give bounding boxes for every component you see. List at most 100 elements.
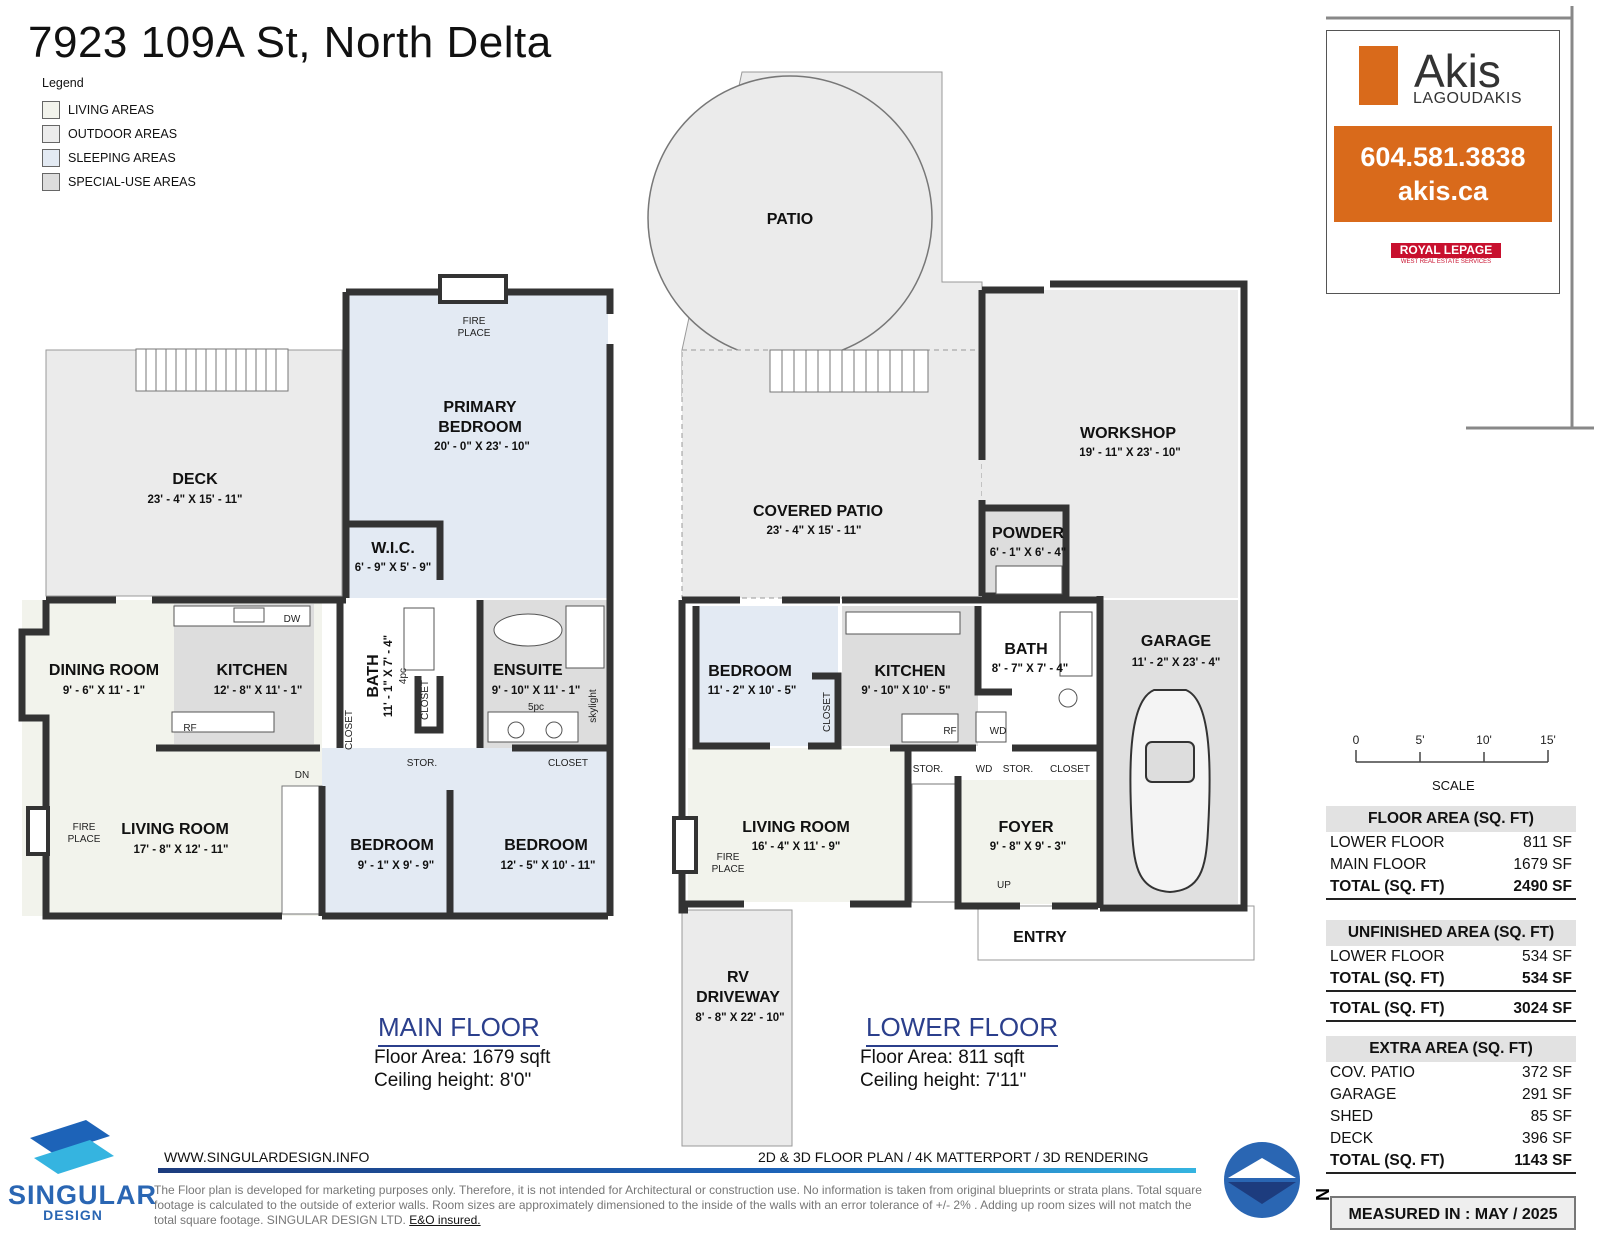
- rv-dims: 8' - 8" X 22' - 10": [695, 1012, 784, 1024]
- foyer-dims: 9' - 8" X 9' - 3": [990, 841, 1066, 853]
- compass-icon: [1224, 1142, 1300, 1218]
- extra-area-heading: EXTRA AREA (SQ. FT): [1326, 1036, 1576, 1062]
- closet-label-3: CLOSET: [548, 758, 588, 769]
- agent-first-name: Akis: [1414, 45, 1501, 97]
- sign-post: [1326, 6, 1594, 430]
- legend-item-outdoor: OUTDOOR AREAS: [42, 122, 196, 146]
- garage-label: GARAGE: [1141, 633, 1212, 650]
- ensuite-note: 5pc: [528, 702, 544, 713]
- primary-bedroom-label-1: PRIMARY: [443, 399, 517, 416]
- entry-area: [977, 905, 1255, 961]
- bedroom2-label: BEDROOM: [350, 837, 434, 854]
- agent-phone[interactable]: 604.581.3838: [1360, 142, 1526, 172]
- foyer-label: FOYER: [998, 819, 1054, 836]
- lower-stairs: [911, 783, 957, 903]
- main-bath-note: 4pc: [398, 668, 409, 684]
- lower-wd-label-2: WD: [976, 764, 993, 775]
- main-living-dims: 17' - 8" X 12' - 11": [133, 844, 228, 856]
- primary-fireplace: [438, 274, 508, 304]
- table-row-total: TOTAL (SQ. FT)534 SF: [1326, 968, 1576, 992]
- living-fireplace: [26, 806, 50, 856]
- lower-fireplace: [672, 816, 698, 874]
- main-living-label: LIVING ROOM: [121, 821, 229, 838]
- lower-fireplace-label-2: PLACE: [712, 864, 745, 875]
- foyer-area: [958, 780, 1098, 904]
- main-floor-info: Floor Area: 1679 sqft Ceiling height: 8'…: [374, 1046, 550, 1092]
- rf-label: RF: [183, 723, 196, 734]
- powder-label: POWDER: [992, 525, 1064, 542]
- singular-design-brand: SINGULAR DESIGN: [8, 1180, 157, 1223]
- deck-stairs: [135, 348, 289, 392]
- main-floor-area: Floor Area: 1679 sqft: [374, 1047, 551, 1068]
- closet-label-2: CLOSET: [344, 710, 355, 750]
- dw-label: DW: [284, 614, 301, 625]
- fireplace-label-1: FIRE: [463, 316, 486, 327]
- rv-label-2: DRIVEWAY: [696, 989, 780, 1006]
- main-room-labels: DECK 23' - 4" X 15' - 11" PRIMARY BEDROO…: [49, 316, 599, 872]
- main-floor-title: MAIN FLOOR: [378, 1012, 540, 1047]
- lower-room-labels: PATIO COVERED PATIO 23' - 4" X 15' - 11"…: [695, 211, 1220, 1024]
- brand-name: SINGULAR: [8, 1180, 157, 1210]
- closet-label-1: CLOSET: [420, 680, 431, 720]
- lower-closet-label-1: CLOSET: [822, 692, 833, 732]
- lower-kitchen-dims: 9' - 10" X 10' - 5": [861, 685, 950, 697]
- patio-label: PATIO: [767, 211, 814, 228]
- workshop-label: WORKSHOP: [1080, 425, 1176, 442]
- lower-floor-title: LOWER FLOOR: [866, 1012, 1059, 1047]
- bedroom2-dims: 9' - 1" X 9' - 9": [358, 860, 434, 872]
- footer-divider: [158, 1168, 1196, 1173]
- lower-wd-label-1: WD: [990, 726, 1007, 737]
- bedroom3-label: BEDROOM: [504, 837, 588, 854]
- scale-tick-0: 0: [1353, 733, 1360, 747]
- singular-design-logo-icon: [30, 1120, 114, 1174]
- workshop-dims: 19' - 11" X 23' - 10": [1079, 447, 1180, 459]
- lower-closet-label-2: CLOSET: [1050, 764, 1090, 775]
- primary-bedroom-label-2: BEDROOM: [438, 419, 522, 436]
- eo-insured-note: E&O insured.: [409, 1213, 481, 1227]
- lower-bedroom-label: BEDROOM: [708, 663, 792, 680]
- covered-patio-label: COVERED PATIO: [753, 503, 883, 520]
- page-title: 7923 109A St, North Delta: [28, 18, 552, 67]
- lower-bath-dims: 8' - 7" X 7' - 4": [992, 663, 1068, 675]
- lower-fireplace-label-1: FIRE: [717, 852, 740, 863]
- stor-label: STOR.: [407, 758, 437, 769]
- main-stairs: [281, 785, 323, 915]
- footer-website-link[interactable]: WWW.SINGULARDESIGN.INFO: [164, 1149, 370, 1165]
- up-label: UP: [997, 880, 1011, 891]
- lower-floor-ceiling: Ceiling height: 7'11": [860, 1070, 1027, 1091]
- legend-item-special: SPECIAL-USE AREAS: [42, 170, 196, 194]
- living-fireplace-label-2: PLACE: [68, 834, 101, 845]
- legend-item-living: LIVING AREAS: [42, 98, 196, 122]
- dining-room-dims: 9' - 6" X 11' - 1": [63, 685, 145, 697]
- main-fixtures: [171, 605, 605, 743]
- legend-heading: Legend: [42, 76, 84, 90]
- wic-label: W.I.C.: [371, 540, 415, 557]
- brokerage-name: ROYAL LEPAGE: [1391, 243, 1501, 258]
- lower-living-dims: 16' - 4" X 11' - 9": [752, 841, 841, 853]
- lower-bedroom-dims: 11' - 2" X 10' - 5": [708, 685, 797, 697]
- bedroom3-dims: 12' - 5" X 10' - 11": [500, 860, 595, 872]
- lower-living-label: LIVING ROOM: [742, 819, 850, 836]
- akis-logo-icon: [1359, 46, 1398, 105]
- skylight-label: skylight: [588, 689, 599, 723]
- scale-label: SCALE: [1432, 778, 1475, 793]
- wic-area: [350, 524, 440, 596]
- legend-item-sleeping: SLEEPING AREAS: [42, 146, 196, 170]
- rv-driveway-area: [681, 909, 793, 1147]
- dn-label: DN: [295, 770, 309, 781]
- primary-bedroom-dims: 20' - 0" X 23' - 10": [434, 441, 530, 453]
- deck-dims: 23' - 4" X 15' - 11": [147, 494, 242, 506]
- brokerage-sub: WEST REAL ESTATE SERVICES: [1400, 259, 1492, 265]
- wic-dims: 6' - 9" X 5' - 9": [355, 562, 431, 574]
- agent-website[interactable]: akis.ca: [1397, 176, 1489, 206]
- lower-floor-info: Floor Area: 811 sqft Ceiling height: 7'1…: [860, 1046, 1026, 1092]
- scale-tick-10: 10': [1476, 733, 1492, 747]
- dining-room-label: DINING ROOM: [49, 662, 159, 679]
